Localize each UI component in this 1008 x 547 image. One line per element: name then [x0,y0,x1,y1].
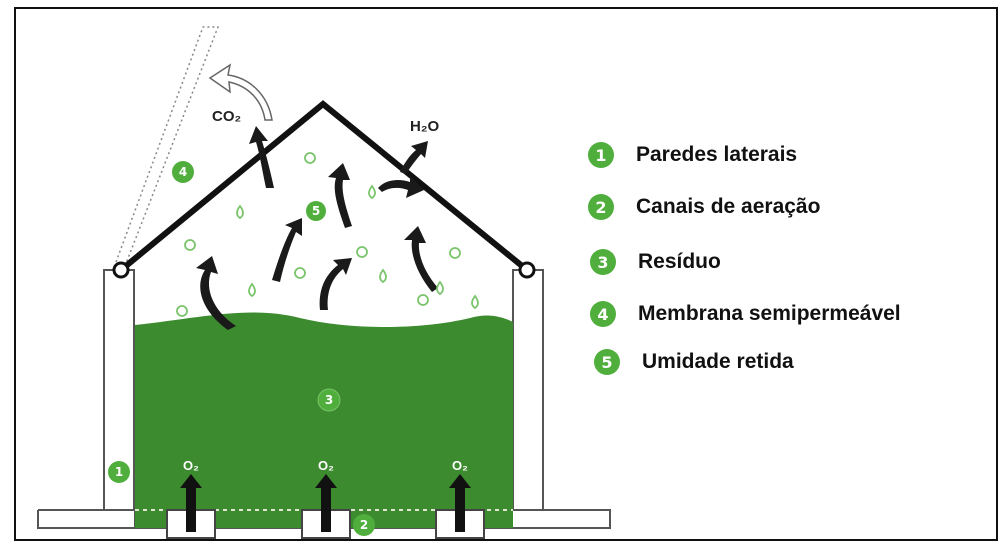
legend-label: Membrana semipermeável [638,302,901,325]
o2-arrow [449,474,471,532]
o2-label: O₂ [318,458,334,473]
droplet [368,184,376,200]
o2-label: O₂ [452,458,468,473]
vapor-arrow [196,256,236,330]
bubble [356,246,368,258]
legend-label: Paredes laterais [636,143,798,166]
marker-moisture-number: 5 [312,204,320,218]
bubbles [176,152,461,317]
bubble [304,152,316,164]
roof-membrane [119,100,529,273]
legend-label: Resíduo [638,250,721,273]
membrane-open-outline [115,26,220,267]
vapor-arrow [400,141,428,174]
hinge-left [112,261,130,279]
h2o-label: H₂O [410,118,439,135]
vapor-arrows [196,126,438,330]
legend-item: 3 Resíduo [590,249,721,275]
legend-badge: 5 [594,349,620,375]
opening-arrow [208,63,273,121]
legend-badge: 1 [588,142,614,168]
legend-item: 5 Umidade retida [594,349,794,375]
droplet [236,204,244,220]
bubble [449,247,461,259]
marker-waste [317,388,341,412]
marker-walls-number: 1 [115,465,123,479]
bubble [176,305,188,317]
legend-badge: 3 [590,249,616,275]
hinge-right [518,261,536,279]
legend-label: Canais de aeração [636,195,821,218]
droplet [248,282,256,298]
legend-item: 1 Paredes laterais [588,142,797,168]
o2-arrow [180,474,202,532]
bubble [294,267,306,279]
marker-membrane [172,161,194,183]
vapor-arrow [319,258,352,310]
bubble [417,294,429,306]
o2-arrow [315,474,337,532]
vapor-arrow [328,163,352,228]
vapor-arrow [378,176,424,198]
legend-badge: 2 [588,194,614,220]
o2-label: O₂ [183,458,199,473]
marker-moisture [306,201,326,221]
vapor-arrow [249,126,274,188]
vapor-arrow [404,226,438,292]
marker-channels [353,514,375,536]
vapor-arrow [272,218,302,282]
droplet [436,280,444,296]
co2-label: CO₂ [212,108,241,125]
droplet [471,294,479,310]
marker-walls [108,461,130,483]
marker-waste-number: 3 [325,393,333,407]
marker-membrane-number: 4 [179,165,187,179]
waste-body [135,312,513,528]
o2-arrows [180,474,471,532]
droplets [236,184,479,310]
legend-item: 4 Membrana semipermeável [590,301,901,327]
right-wall [512,269,544,511]
legend-label: Umidade retida [642,350,794,373]
marker-channels-number: 2 [360,518,368,532]
bubble [184,239,196,251]
droplet [379,268,387,284]
legend-badge: 4 [590,301,616,327]
legend-item: 2 Canais de aeração [588,194,820,220]
